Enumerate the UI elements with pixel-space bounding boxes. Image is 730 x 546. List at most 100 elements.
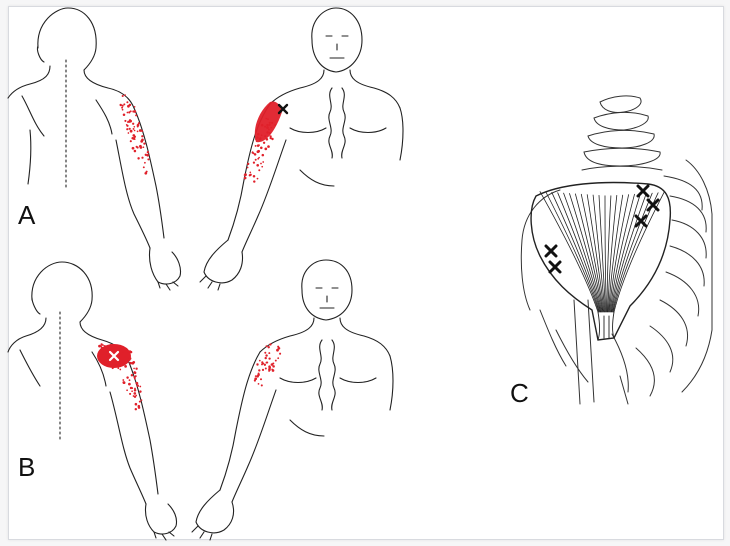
referred-pain-dot xyxy=(111,347,113,349)
referred-pain-dot xyxy=(143,146,145,148)
referred-pain-dot xyxy=(256,164,259,167)
referred-pain-dot xyxy=(140,146,143,149)
referred-pain-dot xyxy=(270,127,272,129)
referred-pain-dot xyxy=(106,346,108,348)
referred-pain-dot xyxy=(265,354,267,356)
referred-pain-dot xyxy=(124,120,126,122)
referred-pain-dot xyxy=(268,129,270,131)
muscle-fiber xyxy=(575,194,602,312)
referred-pain-dot xyxy=(146,154,149,157)
referred-pain-dot xyxy=(141,130,143,132)
referred-pain-dot xyxy=(257,178,259,180)
referred-pain-dot xyxy=(260,147,263,150)
referred-pain-dot xyxy=(123,113,126,116)
referred-pain-dot xyxy=(136,382,139,385)
referred-pain-dot xyxy=(106,348,109,351)
referred-pain-dot xyxy=(126,389,128,391)
referred-pain-dot xyxy=(256,375,259,378)
referred-pain-dot xyxy=(106,365,108,367)
referred-pain-dot xyxy=(122,95,124,97)
referred-pain-dot xyxy=(134,150,137,153)
referred-pain-dot xyxy=(252,152,254,154)
referred-pain-dot xyxy=(133,128,135,130)
figure-a-front-view xyxy=(200,8,403,290)
referred-pain-dot xyxy=(261,166,263,168)
trigger-point-x-mark-icon xyxy=(550,262,560,272)
referred-pain-dot xyxy=(260,378,262,380)
referred-pain-dot xyxy=(261,124,264,127)
referred-pain-dot xyxy=(279,353,281,355)
referred-pain-dot xyxy=(135,403,138,406)
referred-pain-dot xyxy=(134,376,136,378)
referred-pain-dot xyxy=(138,406,141,409)
referred-pain-dot xyxy=(126,376,128,378)
referred-pain-dot xyxy=(130,140,132,142)
referred-pain-dot xyxy=(141,139,144,142)
referred-pain-dot xyxy=(112,367,114,369)
referred-pain-dot xyxy=(132,123,134,125)
referred-pain-dot xyxy=(129,379,131,381)
referred-pain-dot xyxy=(129,393,131,395)
referred-pain-dot xyxy=(124,356,126,358)
referred-pain-dot xyxy=(249,174,251,176)
referred-pain-dot xyxy=(256,363,258,365)
referred-pain-dot xyxy=(147,151,149,153)
referred-pain-dot xyxy=(253,175,256,178)
referred-pain-dot xyxy=(271,363,274,366)
trigger-point-x-mark-icon xyxy=(648,200,658,210)
referred-pain-dot xyxy=(261,384,263,386)
referred-pain-dot xyxy=(147,158,149,160)
referred-pain-dot xyxy=(135,408,137,410)
referred-pain-dot xyxy=(128,358,131,361)
figure-b-front-view xyxy=(192,260,393,540)
referred-pain-dot xyxy=(122,359,124,361)
referred-pain-dot xyxy=(109,344,112,347)
referred-pain-dot xyxy=(103,351,105,353)
referred-pain-dot xyxy=(249,171,251,173)
referred-pain-dot xyxy=(141,399,143,401)
muscle-fiber xyxy=(607,196,611,312)
referred-pain-dot xyxy=(125,353,127,355)
referred-pain-dot xyxy=(121,107,123,109)
referred-pain-dot xyxy=(264,135,266,137)
referred-pain-dot xyxy=(247,163,249,165)
figure-a-back-view xyxy=(8,8,181,290)
referred-pain-dot xyxy=(130,130,133,133)
referred-pain-dot xyxy=(268,357,270,359)
referred-pain-dot xyxy=(127,121,129,123)
referred-pain-dot xyxy=(133,368,135,370)
referred-pain-dot xyxy=(122,352,124,354)
figure-b-front-referred-pain-dots xyxy=(254,343,281,386)
referred-pain-dot xyxy=(132,134,135,137)
referred-pain-dot xyxy=(265,118,267,120)
referred-pain-dot xyxy=(133,395,135,397)
referred-pain-dot xyxy=(269,124,271,126)
referred-pain-dot xyxy=(106,362,109,365)
referred-pain-dot xyxy=(102,354,104,356)
referred-pain-dot xyxy=(269,132,271,134)
referred-pain-dot xyxy=(128,132,130,134)
referred-pain-dot xyxy=(272,369,275,372)
referred-pain-dot xyxy=(272,365,275,368)
referred-pain-dot xyxy=(134,389,136,391)
referred-pain-dot xyxy=(135,114,137,116)
referred-pain-dot xyxy=(139,401,141,403)
referred-pain-dot xyxy=(266,131,268,133)
referred-pain-dot xyxy=(260,137,262,139)
referred-pain-dot xyxy=(269,122,271,124)
referred-pain-dot xyxy=(266,362,268,364)
muscle-fiber xyxy=(605,196,606,312)
referred-pain-dot xyxy=(124,365,127,368)
referred-pain-dot xyxy=(126,101,128,103)
referred-pain-dot xyxy=(117,364,119,366)
referred-pain-dot xyxy=(101,347,104,350)
referred-pain-dot xyxy=(129,120,132,123)
referred-pain-dot xyxy=(244,174,246,176)
referred-pain-dot xyxy=(266,345,268,347)
referred-pain-dot xyxy=(277,357,279,359)
referred-pain-dot xyxy=(269,343,271,345)
referred-pain-dot xyxy=(122,109,124,111)
referred-pain-dot xyxy=(260,163,262,165)
referred-pain-dot xyxy=(257,150,260,153)
